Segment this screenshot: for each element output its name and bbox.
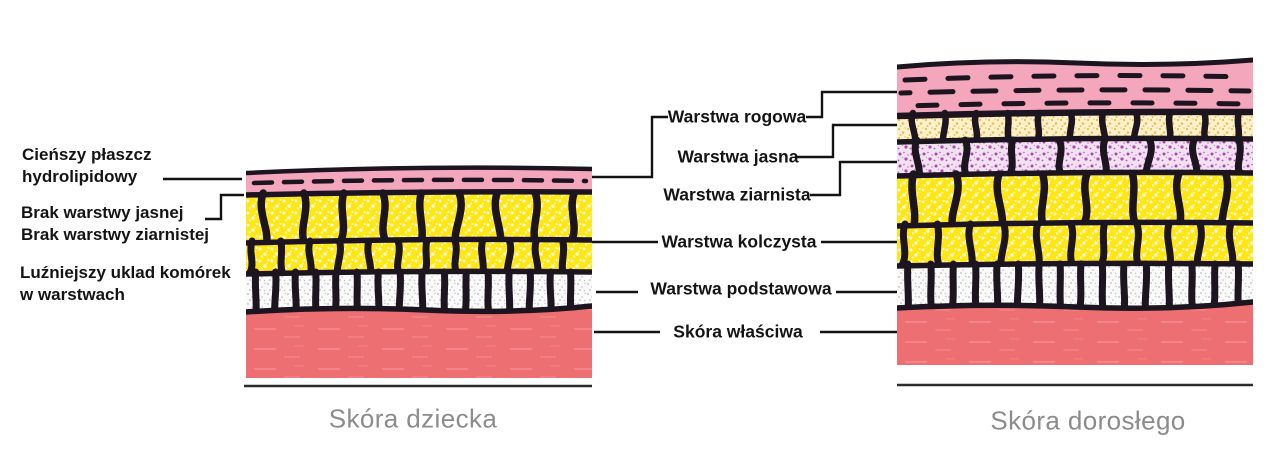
child-skin-illustration [246, 165, 592, 378]
adult-layer-jasna [897, 112, 1253, 142]
adult-layer-podstawowa [897, 264, 1253, 307]
connector-brak-warstw [205, 193, 244, 221]
adult-layer-ziarnista [897, 139, 1253, 176]
annotation-line: w warstwach [20, 285, 125, 304]
label-warstwa-jasna: Warstwa jasna [677, 146, 799, 167]
annotation-line: Brak warstwy jasnej [21, 203, 184, 222]
label-skora-wlasciwa: Skóra właściwa [673, 321, 803, 342]
annotation-luzniejszy-uklad: Luźniejszy uklad komórek w warstwach [20, 262, 231, 306]
annotation-line: hydrolipidowy [22, 167, 138, 186]
annotation-line: Luźniejszy uklad komórek [20, 263, 231, 282]
connector-rogowa-left [592, 115, 668, 179]
adult-layer-kolczysta [897, 173, 1253, 226]
annotation-brak-warstw: Brak warstwy jasnej Brak warstwy ziarnis… [21, 202, 209, 246]
annotation-hydrolipid: Cieńszy płaszcz hydrolipidowy [22, 144, 151, 188]
adult-layer-dermis [897, 302, 1253, 365]
child-hydrolipid-dashes [251, 177, 589, 186]
annotation-line: Brak warstwy ziarnistej [21, 225, 210, 244]
caption-adult-skin: Skóra dorosłego [990, 405, 1186, 436]
adult-skin-illustration [897, 57, 1253, 365]
caption-child-skin: Skóra dziecka [328, 403, 498, 434]
annotation-line: Cieńszy płaszcz [22, 145, 152, 164]
connector-ziarnista-right [810, 160, 897, 197]
connector-jasna-right [797, 123, 897, 159]
label-warstwa-kolczysta: Warstwa kolczysta [661, 231, 817, 252]
label-warstwa-ziarnista: Warstwa ziarnista [663, 184, 811, 205]
label-warstwa-rogowa: Warstwa rogowa [667, 106, 807, 127]
child-layer-dermis [246, 306, 592, 378]
label-warstwa-podstawowa: Warstwa podstawowa [650, 278, 832, 299]
connector-rogowa-right [806, 90, 897, 119]
